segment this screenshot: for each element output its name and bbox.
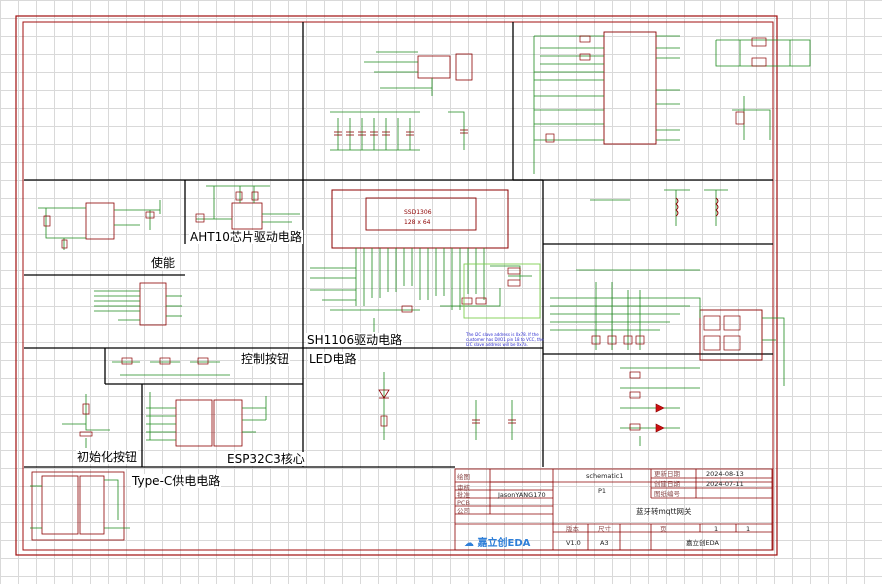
enable-circuit xyxy=(38,200,161,250)
section-label-led: LED电路 xyxy=(308,352,358,366)
section-label-typec: Type-C供电电路 xyxy=(131,474,222,488)
section-label-enable: 使能 xyxy=(150,256,177,270)
tb-label-approve: 批准 xyxy=(457,491,470,499)
i2c-address-note: The I2C slave address is 0x78. If the cu… xyxy=(466,332,544,347)
section-frames xyxy=(24,22,773,468)
sheet-border-outer xyxy=(15,15,778,556)
typec-circuit xyxy=(30,471,130,541)
tb-label-drawn: 绘图 xyxy=(457,473,470,481)
switch-circuit xyxy=(550,269,785,446)
tb-label-check: 审核 xyxy=(457,484,470,492)
tb-label-update-date: 更新日期 xyxy=(654,470,680,478)
tb-schematic-name: schematic1 xyxy=(586,472,624,480)
tb-label-page-number: 图纸编号 xyxy=(654,490,680,498)
tb-label-pcb: PCB xyxy=(457,499,470,507)
tb-size: A3 xyxy=(600,539,609,547)
section-label-aht10: AHT10芯片驱动电路 xyxy=(189,230,303,244)
bluetooth-ic-circuit xyxy=(533,31,811,174)
tb-author: JasonYANG170 xyxy=(498,491,546,499)
title-block-frame xyxy=(454,468,773,551)
section-label-sh1106: SH1106驱动电路 xyxy=(306,333,404,347)
led-circuit xyxy=(378,372,516,440)
tb-page-name: P1 xyxy=(598,487,607,495)
oled-module-size: 128 x 64 xyxy=(404,219,431,226)
esp32c3-circuit xyxy=(146,392,267,447)
cloud-icon: ☁ xyxy=(464,538,474,549)
tb-project-title: 蓝牙转mqtt网关 xyxy=(636,507,692,516)
tb-page-total: 1 xyxy=(746,525,751,533)
logo-text: 嘉立创EDA xyxy=(477,538,531,549)
sheet-border-inner xyxy=(22,21,774,551)
tb-label-size: 尺寸 xyxy=(598,525,611,533)
tb-label-create-date: 创建日期 xyxy=(654,480,680,488)
sh1106-circuit xyxy=(310,189,541,332)
usb-serial-circuit xyxy=(94,282,182,326)
power-inductor-circuit xyxy=(590,189,728,226)
tb-version: V1.0 xyxy=(566,539,581,547)
tb-update-date: 2024-08-13 xyxy=(706,470,744,478)
tb-company: 嘉立创EDA xyxy=(686,539,719,547)
tb-label-company: 公司 xyxy=(457,507,470,515)
connector-circuit xyxy=(330,51,473,151)
jlc-eda-logo: ☁ 嘉立创EDA xyxy=(464,534,530,549)
section-label-init-key: 初始化按钮 xyxy=(76,450,139,464)
oled-module-label: SSD1306 xyxy=(404,209,432,216)
tb-label-version: 版本 xyxy=(566,525,579,533)
control-keys-circuit xyxy=(112,357,230,376)
tb-page-num: 1 xyxy=(714,525,719,533)
section-label-control-keys: 控制按钮 xyxy=(240,352,291,366)
aht10-circuit xyxy=(195,185,300,230)
tb-label-page-of: 页 xyxy=(660,525,667,533)
init-key-circuit xyxy=(62,394,110,448)
tb-create-date: 2024-07-11 xyxy=(706,480,744,488)
section-label-esp32c3: ESP32C3核心 xyxy=(226,452,306,466)
